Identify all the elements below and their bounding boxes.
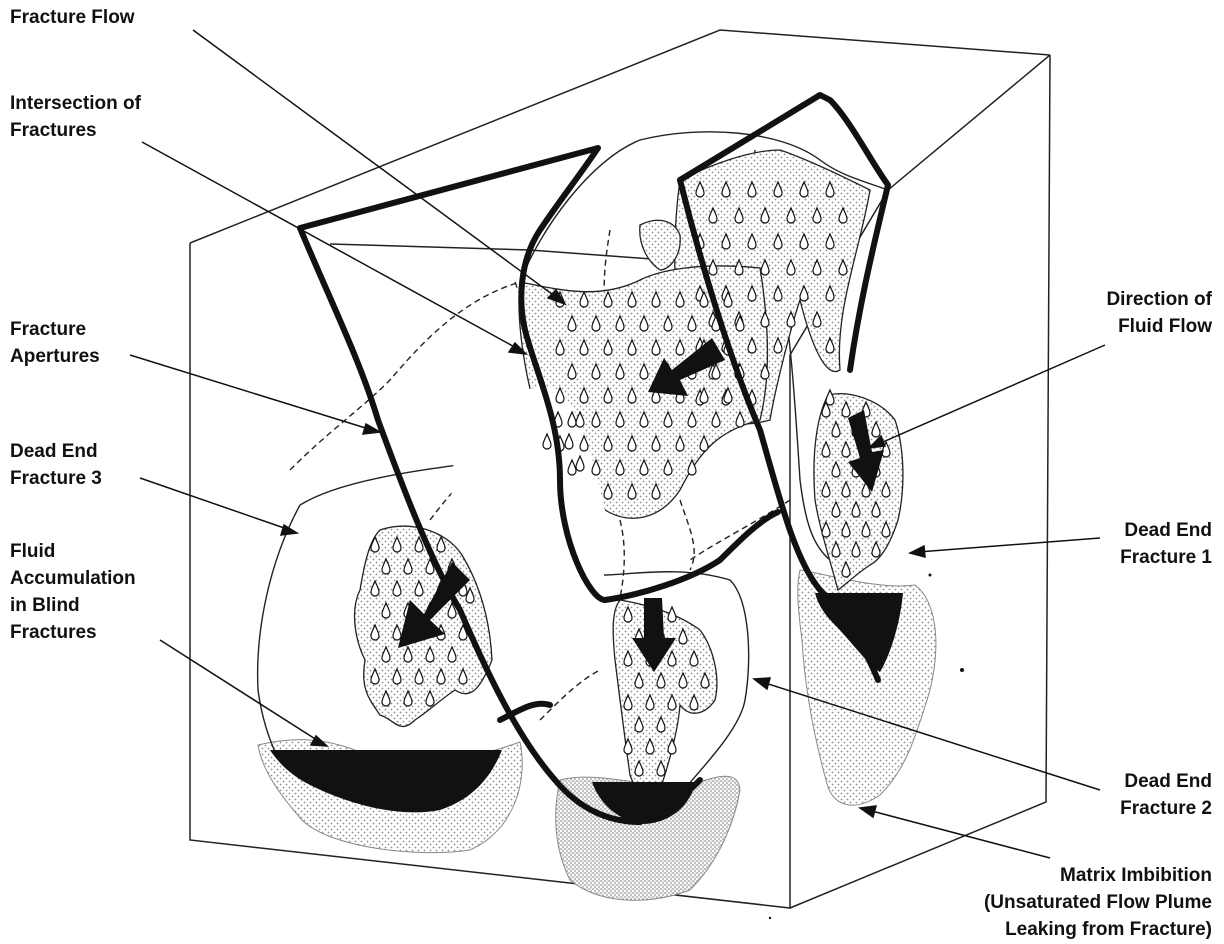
label-line: Apertures (10, 343, 100, 370)
label-line: Fractures (10, 117, 141, 144)
label-line: Fracture 1 (1120, 544, 1212, 571)
label-line: Fluid (10, 538, 136, 565)
label-line: in Blind (10, 592, 136, 619)
label-direction-of-fluid-flow: Direction of Fluid Flow (1106, 286, 1212, 340)
label-line: Dead End (1120, 768, 1212, 795)
label-line: (Unsaturated Flow Plume (984, 889, 1212, 916)
label-intersection-of-fractures: Intersection of Fractures (10, 90, 141, 144)
label-line: Fracture (10, 316, 100, 343)
label-line: Dead End (1120, 517, 1212, 544)
label-line: Fracture 2 (1120, 795, 1212, 822)
label-dead-end-fracture-2: Dead End Fracture 2 (1120, 768, 1212, 822)
label-line: Fracture Flow (10, 4, 135, 31)
label-matrix-imbibition: Matrix Imbibition (Unsaturated Flow Plum… (984, 862, 1212, 943)
label-line: Leaking from Fracture) (984, 916, 1212, 943)
label-line: Fluid Flow (1106, 313, 1212, 340)
label-dead-end-fracture-3: Dead End Fracture 3 (10, 438, 102, 492)
label-fracture-flow: Fracture Flow (10, 4, 135, 31)
label-line: Fractures (10, 619, 136, 646)
label-fluid-accumulation: Fluid Accumulation in Blind Fractures (10, 538, 136, 646)
label-line: Direction of (1106, 286, 1212, 313)
water-droplet-icon (826, 390, 834, 405)
label-fracture-apertures: Fracture Apertures (10, 316, 100, 370)
label-line: Accumulation (10, 565, 136, 592)
label-dead-end-fracture-1: Dead End Fracture 1 (1120, 517, 1212, 571)
label-line: Intersection of (10, 90, 141, 117)
label-line: Fracture 3 (10, 465, 102, 492)
water-droplet-icon (668, 607, 676, 622)
label-line: Dead End (10, 438, 102, 465)
label-line: Matrix Imbibition (984, 862, 1212, 889)
